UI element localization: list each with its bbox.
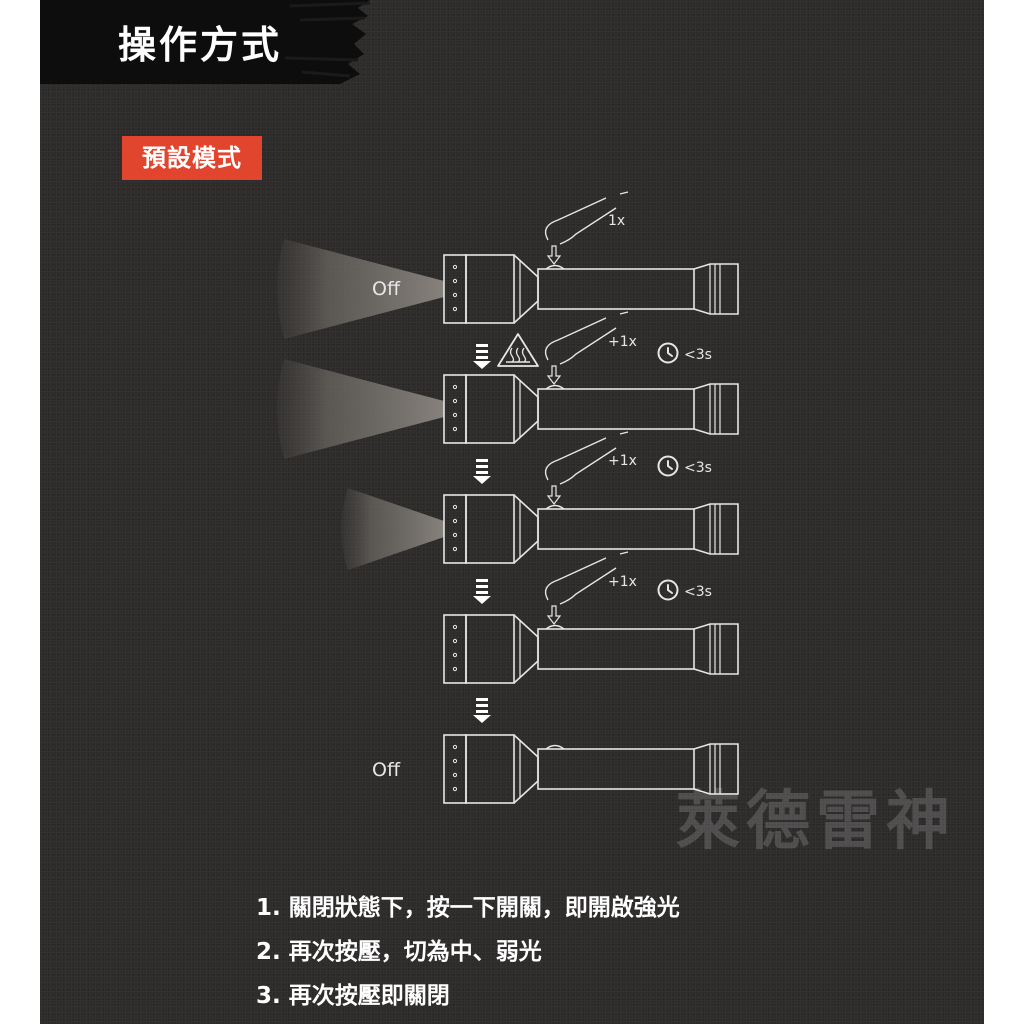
timer-label-4: <3s: [684, 584, 712, 600]
flashlight-4: [443, 614, 739, 684]
flashlight-2: [443, 374, 739, 444]
state-label-off-bottom: Off: [372, 759, 401, 781]
beam-layer: [277, 239, 444, 570]
light-beam-3: [341, 488, 444, 570]
press-count-1: 1x: [608, 213, 625, 229]
light-beam-2: [277, 359, 444, 459]
instruction-list: 1. 關閉狀態下，按一下開關，即開啟強光 2. 再次按壓，切為中、弱光 3. 再…: [256, 886, 680, 1018]
press-count-2: +1x: [608, 334, 637, 350]
down-arrow-icon: [473, 579, 491, 604]
title-brush-stroke: [40, 0, 370, 84]
state-label-off-top: Off: [372, 278, 401, 300]
brand-watermark: 萊德雷神: [676, 785, 956, 859]
press-count-4: +1x: [608, 574, 637, 590]
heat-warning-icon: [497, 333, 539, 367]
clock-icon: [657, 342, 679, 364]
instruction-step-3: 3. 再次按壓即關閉: [256, 983, 450, 1009]
down-arrow-icon: [473, 344, 491, 369]
flashlight-1: [443, 254, 739, 324]
flashlight-3: [443, 494, 739, 564]
clock-icon: [657, 455, 679, 477]
press-count-3: +1x: [608, 453, 637, 469]
timer-label-3: <3s: [684, 460, 712, 476]
instruction-step-1: 1. 關閉狀態下，按一下開關，即開啟強光: [256, 895, 680, 921]
down-arrow-icon: [473, 698, 491, 723]
mode-badge: 預設模式: [122, 136, 262, 180]
page-title: 操作方式: [118, 23, 283, 67]
timer-label-2: <3s: [684, 347, 712, 363]
down-arrow-icon: [473, 459, 491, 484]
arrow-layer: [473, 344, 491, 723]
clock-icon: [657, 579, 679, 601]
flashlight-layer: [443, 191, 739, 804]
instruction-step-2: 2. 再次按壓，切為中、弱光: [256, 939, 542, 965]
light-beam-1: [277, 239, 444, 339]
